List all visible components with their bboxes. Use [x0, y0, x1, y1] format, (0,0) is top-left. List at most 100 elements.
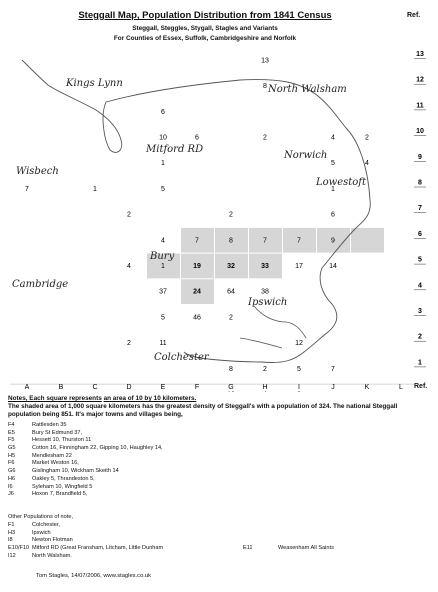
cell-value-H4: 38: [261, 289, 269, 296]
place-names: Mendlesham 22: [32, 452, 72, 459]
row-label-11: 11: [416, 102, 424, 109]
place-names: Bury St Edmund 37,: [32, 429, 83, 436]
cell-value-D5: 4: [127, 263, 131, 270]
place-names: Gislingham 10, Wickham Skeith 14: [32, 468, 119, 475]
cell-value-J8: 1: [331, 186, 335, 193]
place-names: Cotton 16, Finningham 22, Gipping 10, Ha…: [32, 445, 163, 452]
cell-value-D2: 2: [127, 340, 131, 347]
row-label-12: 12: [416, 77, 424, 84]
cell-value-G0: 13: [227, 391, 235, 392]
row-label-6: 6: [418, 231, 422, 238]
row-label-7: 7: [418, 205, 422, 212]
place-ref: F1: [8, 522, 15, 528]
col-label-E: E: [161, 384, 166, 391]
river-line: [239, 337, 283, 349]
col-label-D: D: [126, 384, 131, 391]
cell-value-E2: 11: [159, 340, 166, 347]
cell-value-H0: 4: [263, 391, 267, 392]
col-label-J: J: [331, 384, 335, 391]
cell-value-E6: 4: [161, 237, 165, 244]
row-label-13: 13: [416, 51, 424, 58]
town-label: Wisbech: [16, 166, 59, 177]
col-label-L: L: [399, 384, 403, 391]
town-label: Cambridge: [12, 279, 68, 290]
cell-value-G4: 64: [227, 289, 235, 296]
footer-credit: Tom Stagles, 14/07/2006, www.stagles.co.…: [36, 573, 152, 579]
place-ref: F4: [8, 422, 15, 428]
cell-value-E4: 37: [159, 289, 167, 296]
row-label-8: 8: [418, 180, 422, 187]
town-label: Mitford RD: [145, 144, 203, 155]
map-subtitle-variants: Steggall, Steggles, Stygall, Stagles and…: [132, 25, 278, 32]
row-label-5: 5: [418, 257, 422, 264]
cell-value-J5: 14: [329, 263, 337, 270]
cell-value-H1: 2: [263, 366, 267, 373]
place-names: Oakley 5, Thrandeston 5,: [32, 475, 95, 482]
cell-value-E5: 1: [161, 263, 165, 270]
ref-label-top: Ref.: [407, 12, 421, 19]
map-title: Steggall Map, Population Distribution fr…: [78, 10, 332, 21]
shaded-square-G6: [215, 227, 248, 253]
shaded-square-I6: [283, 227, 316, 253]
cell-value-F4: 24: [193, 289, 201, 296]
shaded-square-H5: [249, 253, 282, 279]
place-names: Market Weston 16,: [32, 460, 79, 467]
row-label-1: 1: [418, 359, 422, 366]
row-label-4: 4: [418, 282, 422, 289]
cell-value-K9: 4: [365, 160, 369, 167]
shaded-square-K6: [351, 227, 384, 253]
place-ref: E5: [8, 429, 15, 436]
place-ref: I8: [8, 537, 13, 544]
row-label-2: 2: [418, 334, 422, 341]
col-label-B: B: [59, 384, 64, 391]
place-names: Newton Flotman: [32, 537, 73, 544]
place-ref: H3: [8, 529, 16, 536]
place-ref: I12: [8, 552, 16, 559]
cell-value-H13: 13: [261, 57, 269, 64]
cell-value-E11: 6: [161, 109, 165, 116]
notes-scale: an area of 10 by 10 kilometers.: [103, 395, 197, 402]
cell-value-G3: 2: [229, 314, 233, 321]
cell-value-I5: 17: [295, 263, 303, 270]
col-label-F: F: [195, 384, 199, 391]
notes-section: Notes, Each square represents an area of…: [8, 395, 428, 419]
row-label-3: 3: [418, 308, 422, 315]
cell-value-F5: 19: [193, 263, 201, 270]
col-label-H: H: [262, 384, 267, 391]
cell-value-C8: 1: [93, 186, 97, 193]
cell-value-H5: 33: [261, 263, 269, 270]
town-label: Kings Lynn: [65, 78, 123, 89]
notes-density: The shaded area of 1,000 square kilomete…: [8, 403, 398, 419]
cell-value-K10: 2: [365, 134, 369, 141]
place-names: North Walsham.: [32, 552, 72, 559]
cell-value-D7: 2: [127, 212, 131, 219]
shaded-square-F5: [181, 253, 214, 279]
place-names: Hoxon 7, Brandfield 5,: [32, 491, 88, 498]
shaded-square-H6: [249, 227, 282, 253]
map-subtitle-counties: For Counties of Essex, Suffolk, Cambridg…: [113, 35, 297, 42]
place-ref: G6: [8, 468, 16, 475]
cell-value-F3: 46: [193, 314, 201, 321]
extra-place-name: Weasenham All Saints: [278, 545, 334, 551]
cell-value-I0: 3: [297, 391, 301, 392]
place-ref: H5: [8, 452, 16, 459]
town-label: Ipswich: [247, 297, 287, 308]
town-label: Norwich: [283, 150, 327, 161]
cell-value-I6: 7: [297, 237, 301, 244]
place-ref: H6: [8, 475, 16, 482]
cell-value-G1: 8: [229, 366, 233, 373]
town-label: Lowestoft: [315, 177, 367, 188]
cell-value-H10: 2: [263, 134, 267, 141]
cell-value-G5: 32: [227, 263, 235, 270]
cell-value-I2: 12: [295, 340, 303, 347]
place-ref: F5: [8, 437, 15, 444]
cell-value-G7: 2: [229, 212, 233, 219]
shaded-area: [147, 227, 384, 304]
place-ref: J6: [8, 491, 14, 498]
town-label: Bury: [149, 251, 175, 262]
